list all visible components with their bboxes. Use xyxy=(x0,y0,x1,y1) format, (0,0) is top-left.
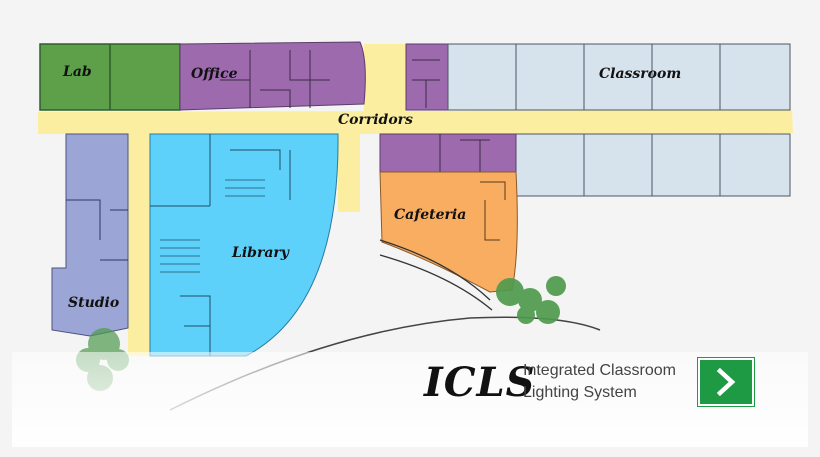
corridors-zone[interactable] xyxy=(38,44,793,356)
brand-block: ICLS xyxy=(424,352,536,412)
studio-label: Studio xyxy=(68,295,120,311)
lab-zone[interactable] xyxy=(39,43,181,111)
cafeteria-label: Cafeteria xyxy=(394,207,467,223)
classroom-label: Classroom xyxy=(599,66,682,82)
next-button[interactable] xyxy=(698,358,754,406)
chevron-right-icon xyxy=(716,368,736,396)
footer-band xyxy=(12,352,808,447)
office-strip-zone[interactable] xyxy=(379,133,517,173)
brand-subtitle: Integrated Classroom Lighting System xyxy=(523,360,676,404)
brand-subtitle-line2: Lighting System xyxy=(523,384,637,401)
office-label: Office xyxy=(191,66,238,82)
corridors-label: Corridors xyxy=(338,112,413,128)
classroom-zone[interactable] xyxy=(447,43,791,197)
brand-subtitle-line1: Integrated Classroom xyxy=(523,362,676,379)
library-label: Library xyxy=(232,245,289,261)
library-zone[interactable] xyxy=(149,133,339,357)
studio-zone[interactable] xyxy=(51,133,129,337)
brand-logo: ICLS xyxy=(424,358,536,406)
lab-label: Lab xyxy=(63,64,92,80)
tree-group-right xyxy=(496,276,566,324)
office-zone[interactable] xyxy=(179,41,449,111)
